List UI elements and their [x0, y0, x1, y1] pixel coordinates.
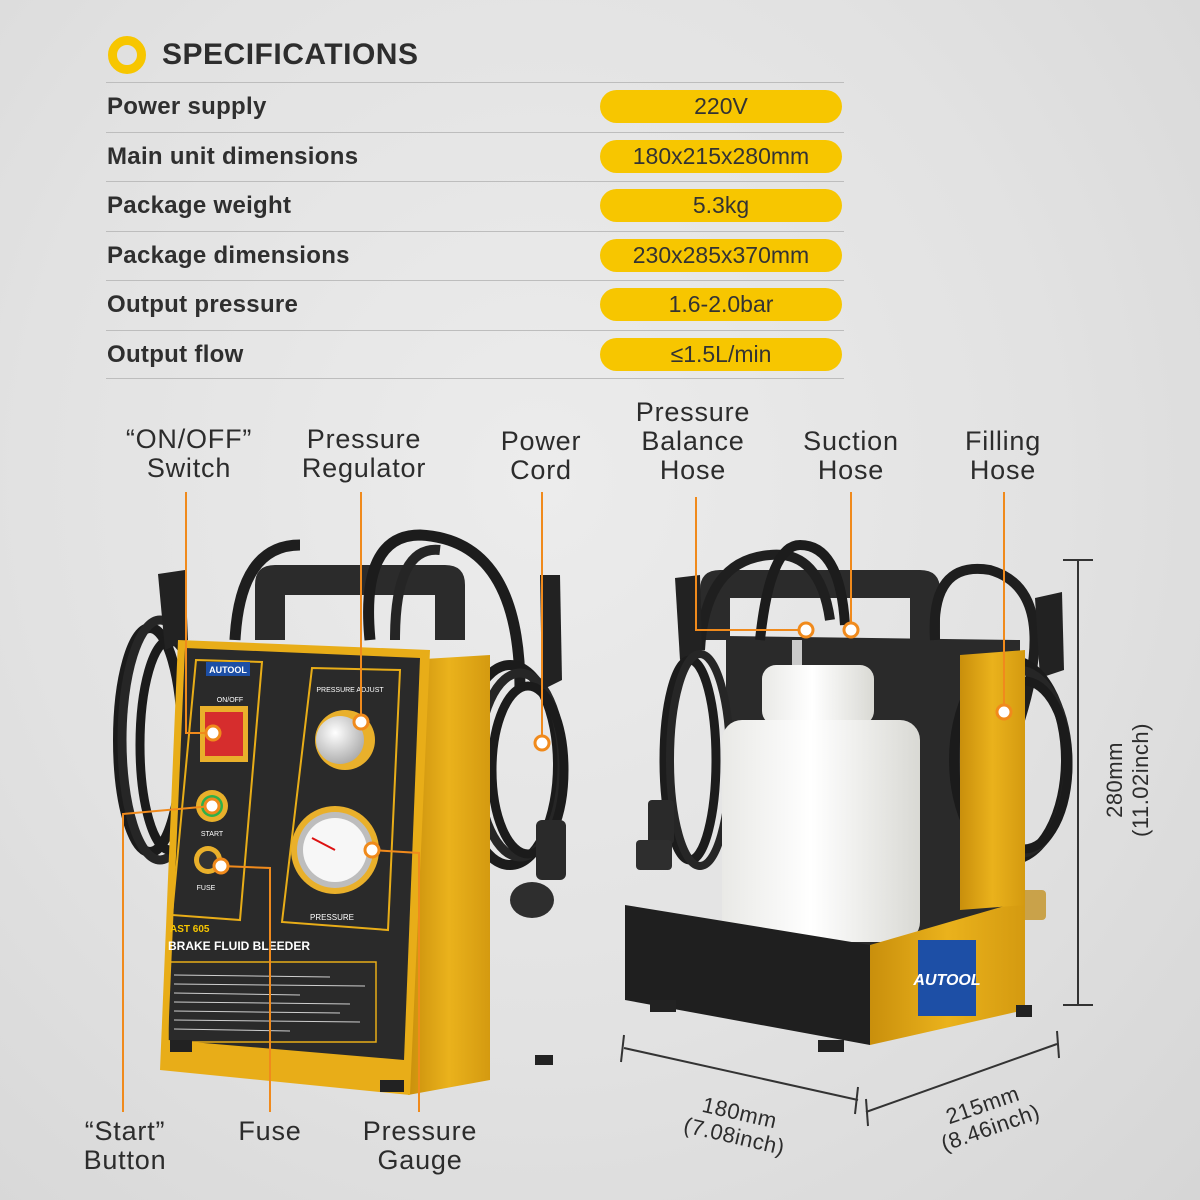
spec-title: SPECIFICATIONS [162, 38, 419, 71]
spec-value: 1.6-2.0bar [600, 288, 842, 321]
spec-label: Output flow [107, 340, 244, 368]
spec-value: 5.3kg [600, 189, 842, 222]
svg-text:AUTOOL: AUTOOL [912, 972, 980, 989]
height-dimension-label: 280mm (11.02inch) [1102, 723, 1153, 837]
callout-line: Hose [817, 455, 885, 485]
spec-row-output-flow: Output flow ≤1.5L/min [106, 329, 844, 379]
callout-line: Button [83, 1145, 167, 1175]
callout-line: “ON/OFF” [125, 424, 253, 454]
dimension-lines [620, 559, 1093, 1127]
callout-line: Cord [510, 455, 572, 485]
callout-power-cord: Power Cord [486, 427, 596, 485]
panel-start-label: START [201, 831, 224, 838]
spec-row-package-dimensions: Package dimensions 230x285x370mm [106, 230, 844, 281]
callout-pressure-balance-hose: Pressure Balance Hose [622, 398, 764, 485]
callout-suction-hose: Suction Hose [788, 427, 914, 485]
callout-line: Switch [146, 453, 232, 483]
callout-on-off-switch: “ON/OFF” Switch [104, 425, 274, 483]
callout-line: Hose [659, 455, 727, 485]
callout-line: Pressure [306, 424, 422, 454]
callout-filling-hose: Filling Hose [946, 427, 1060, 485]
callout-line: Fuse [238, 1116, 302, 1146]
spec-value: ≤1.5L/min [600, 337, 842, 371]
callout-line: Balance [641, 426, 745, 456]
svg-text:(11.02inch): (11.02inch) [1128, 723, 1153, 837]
callout-line: “Start” [84, 1116, 166, 1146]
callout-line: Filling [964, 426, 1042, 456]
callout-line: Regulator [301, 453, 427, 483]
spec-label: Main unit dimensions [107, 142, 359, 170]
callout-line: Gauge [377, 1145, 463, 1175]
callout-line: Suction [803, 426, 899, 456]
callout-start-button: “Start” Button [64, 1117, 186, 1175]
spec-label: Package dimensions [107, 241, 350, 269]
front-view-device: AUTOOL ON/OFF START FUSE PRESSURE ADJUST… [113, 529, 569, 1095]
brand-badge: AUTOOL [912, 940, 981, 1016]
callout-line: Pressure [635, 397, 751, 427]
back-view-device: AUTOOL [625, 539, 1073, 1052]
panel-product-name: BRAKE FLUID BLEEDER [168, 939, 310, 953]
spec-header: SPECIFICATIONS [108, 34, 418, 76]
spec-label: Output pressure [107, 291, 299, 318]
callout-line: Hose [969, 455, 1037, 485]
spec-value: 220V [600, 90, 842, 123]
panel-fuse-label: FUSE [197, 885, 216, 892]
panel-pressure-label: PRESSURE [310, 913, 354, 922]
spec-value: 230x285x370mm [600, 238, 842, 272]
ring-icon [108, 36, 146, 74]
spec-label: Package weight [107, 192, 292, 219]
spec-table: Power supply 220V Main unit dimensions 1… [106, 82, 844, 379]
callout-line: Pressure [362, 1116, 478, 1146]
callout-pressure-regulator: Pressure Regulator [286, 425, 442, 483]
panel-model-text: AST 605 [170, 924, 210, 935]
panel-onoff-label: ON/OFF [217, 697, 243, 704]
panel-brand-logo: AUTOOL [209, 665, 247, 675]
spec-value: 180x215x280mm [600, 139, 842, 173]
spec-label: Power supply [107, 93, 267, 120]
spec-row-main-unit-dimensions: Main unit dimensions 180x215x280mm [106, 131, 844, 182]
callout-line: Power [500, 426, 582, 456]
spec-row-power-supply: Power supply 220V [106, 82, 844, 132]
spec-row-output-pressure: Output pressure 1.6-2.0bar [106, 280, 844, 330]
depth-dimension-label: 215mm (8.46inch) [938, 1081, 1043, 1156]
panel-pressure-adjust-label: PRESSURE ADJUST [316, 687, 384, 694]
callout-pressure-gauge: Pressure Gauge [352, 1117, 488, 1175]
callout-lines [122, 492, 1005, 1112]
callout-fuse: Fuse [224, 1117, 316, 1146]
svg-text:280mm: 280mm [1102, 742, 1127, 818]
width-dimension-label: 180mm (7.08inch) [681, 1092, 787, 1160]
callout-dots [203, 621, 1013, 875]
spec-row-package-weight: Package weight 5.3kg [106, 181, 844, 231]
